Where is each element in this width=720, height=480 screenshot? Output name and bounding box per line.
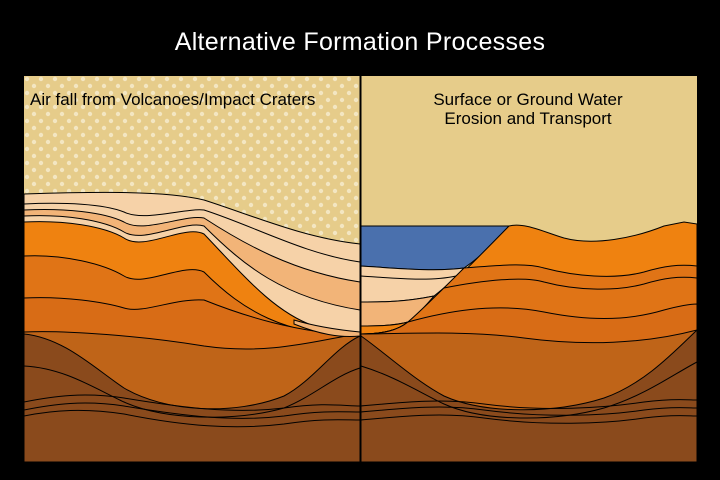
left-brown-line-3 — [24, 402, 361, 419]
cross-section-diagram — [24, 76, 697, 462]
left-brown-line-1 — [24, 365, 361, 418]
right-brown-layer-2 — [360, 329, 697, 462]
right-brown-line-2 — [360, 399, 697, 409]
right-brown-line-3 — [360, 406, 697, 416]
right-panel-label: Surface or Ground Water Erosion and Tran… — [360, 90, 696, 128]
left-brown-line-4 — [24, 409, 361, 428]
channel-sediment-2 — [360, 275, 457, 280]
right-panel-label-line1: Surface or Ground Water — [433, 90, 623, 109]
right-brown-line-4 — [360, 414, 697, 424]
left-panel-label: Air fall from Volcanoes/Impact Craters — [30, 90, 316, 109]
right-panel — [360, 76, 697, 462]
left-brown-layer-2 — [24, 333, 361, 462]
diagram-frame — [24, 76, 697, 462]
left-brown-line-2 — [24, 394, 361, 411]
right-orange-line-1 — [443, 276, 697, 290]
right-brown-line-1 — [360, 361, 697, 419]
diagram-title: Alternative Formation Processes — [174, 28, 546, 56]
left-panel — [24, 76, 361, 462]
right-panel-label-line2: Erosion and Transport — [444, 109, 612, 128]
